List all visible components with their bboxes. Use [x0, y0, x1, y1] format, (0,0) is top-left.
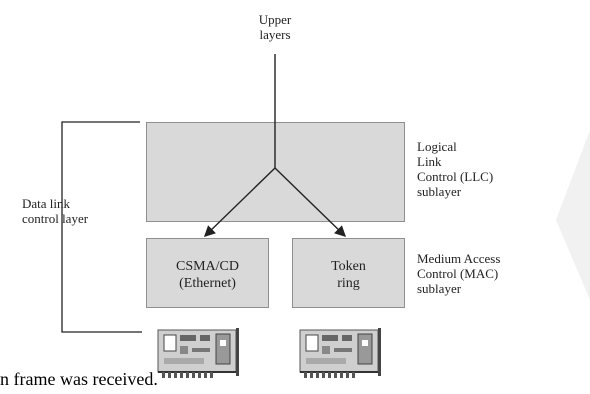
network-card-icon [157, 328, 239, 378]
caption-text: n frame was received. [0, 369, 158, 389]
network-card-icon [299, 328, 381, 378]
upper-layers-label: Upper layers [258, 12, 292, 42]
token-ring-box: Token ring [292, 238, 405, 308]
token-ring-label: Token ring [331, 259, 366, 291]
data-link-control-layer-label: Data link control layer [22, 196, 89, 226]
csma-cd-label: CSMA/CD (Ethernet) [175, 259, 240, 291]
csma-cd-box: CSMA/CD (Ethernet) [146, 238, 269, 308]
mac-sublayer-label: Medium Access Control (MAC) sublayer [417, 251, 501, 296]
background-shape [556, 130, 590, 300]
arrow-to-token-ring [274, 167, 347, 237]
data-link-bracket [61, 121, 142, 333]
llc-sublayer-label: Logical Link Control (LLC) sublayer [417, 139, 494, 199]
arrow-to-csma-cd [203, 167, 276, 237]
